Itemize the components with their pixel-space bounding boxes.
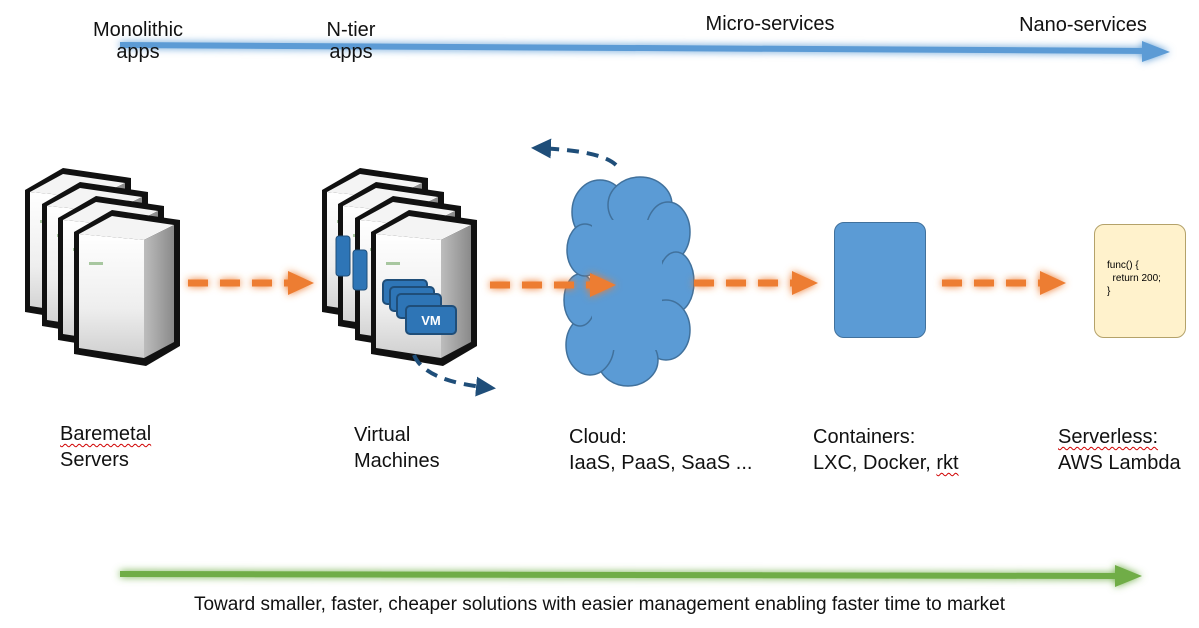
stage-label-line2: Machines	[354, 450, 440, 472]
arch-label-nano-services: Nano-services	[1019, 14, 1147, 36]
function-code-icon: func() { return 200; }	[1094, 224, 1186, 338]
stage-label-line1: Baremetal	[60, 423, 152, 445]
arch-label-monolithic: Monolithic apps	[92, 19, 184, 63]
stage-label-line2: Servers	[60, 449, 129, 471]
arch-label-micro-services: Micro-services	[705, 13, 835, 35]
stage-label-serverless: Serverless: AWS Lambda	[1058, 424, 1181, 476]
top-axis-arrow	[119, 41, 1170, 62]
stage-label-line1: Virtual	[354, 424, 411, 446]
flow-arrow-4	[942, 271, 1066, 295]
footer-caption: Toward smaller, faster, cheaper solution…	[193, 594, 1006, 615]
vm-server-stack-icon: VM	[322, 168, 477, 366]
vm-badge-stack: VM	[382, 279, 457, 335]
stage-label-line1: Containers:	[813, 426, 916, 448]
stage-label-line2: LXC, Docker, rkt	[813, 450, 959, 476]
stage-label-line2-pre: LXC, Docker,	[813, 452, 937, 474]
arch-label-n-tier: N-tier apps	[326, 19, 376, 63]
stage-label-line2-tail: rkt	[936, 452, 959, 474]
container-icon	[834, 222, 926, 338]
stage-label-line1: Serverless:	[1058, 426, 1159, 448]
stage-label-virtual-machines: Virtual Machines	[354, 422, 440, 474]
stage-label-baremetal: Baremetal Servers	[60, 421, 151, 473]
stage-label-line2: IaaS, PaaS, SaaS ...	[569, 452, 753, 474]
stage-label-line1: Cloud:	[569, 426, 627, 448]
stage-label-line2: AWS Lambda	[1058, 452, 1181, 474]
stage-label-containers: Containers: LXC, Docker, rkt	[813, 424, 959, 476]
footer-arrow	[119, 565, 1142, 587]
curved-arrow-down	[412, 354, 496, 397]
flow-arrow-2	[490, 273, 616, 297]
curved-arrow-up	[531, 138, 618, 167]
server-stack-icon	[25, 168, 180, 366]
function-code: func() { return 200; }	[1107, 260, 1161, 297]
flow-arrow-1	[188, 271, 314, 295]
cloud-icon	[563, 176, 695, 387]
flow-arrow-3	[694, 271, 818, 295]
stage-label-cloud: Cloud: IaaS, PaaS, SaaS ...	[569, 424, 752, 476]
vm-badge-label: VM	[421, 313, 441, 328]
